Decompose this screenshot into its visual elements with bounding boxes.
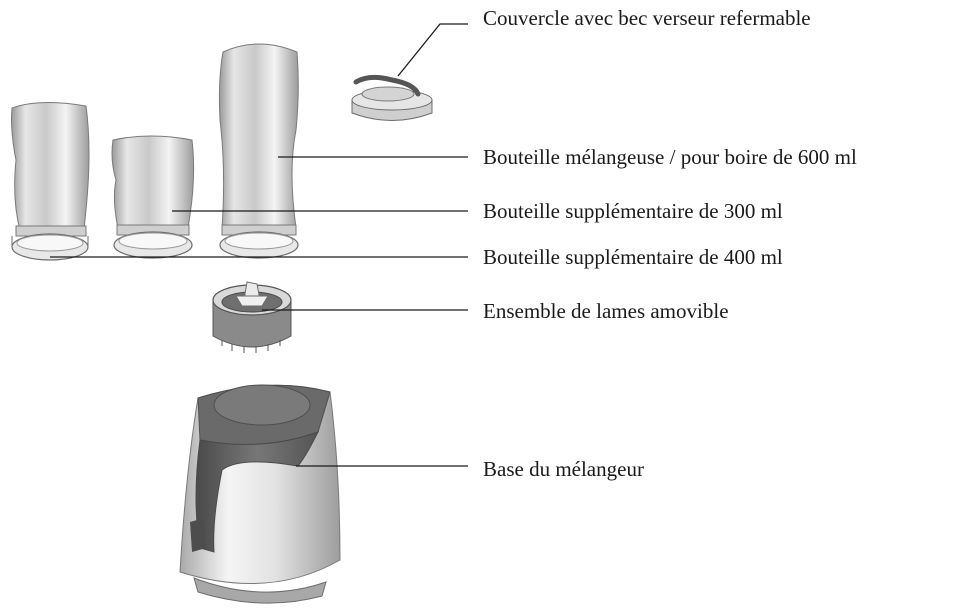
- lid-with-spout: [351, 74, 433, 121]
- label-blender-base: Base du mélangeur: [483, 457, 644, 481]
- label-bottle-400ml: Bouteille supplémentaire de 400 ml: [483, 245, 783, 269]
- leader-lid: [397, 23, 468, 77]
- bottle-600ml: [218, 43, 299, 259]
- bottle-300ml: [111, 135, 195, 259]
- label-lid: Couvercle avec bec verseur refermable: [483, 6, 811, 30]
- label-bottle-300ml: Bouteille supplémentaire de 300 ml: [483, 199, 783, 223]
- blender-base: [179, 384, 341, 604]
- bottle-400ml: [11, 101, 90, 261]
- leader-lines: [50, 23, 468, 467]
- blade-assembly: [212, 281, 292, 353]
- label-bottle-600ml: Bouteille mélangeuse / pour boire de 600…: [483, 145, 857, 169]
- label-blade-assembly: Ensemble de lames amovible: [483, 299, 729, 323]
